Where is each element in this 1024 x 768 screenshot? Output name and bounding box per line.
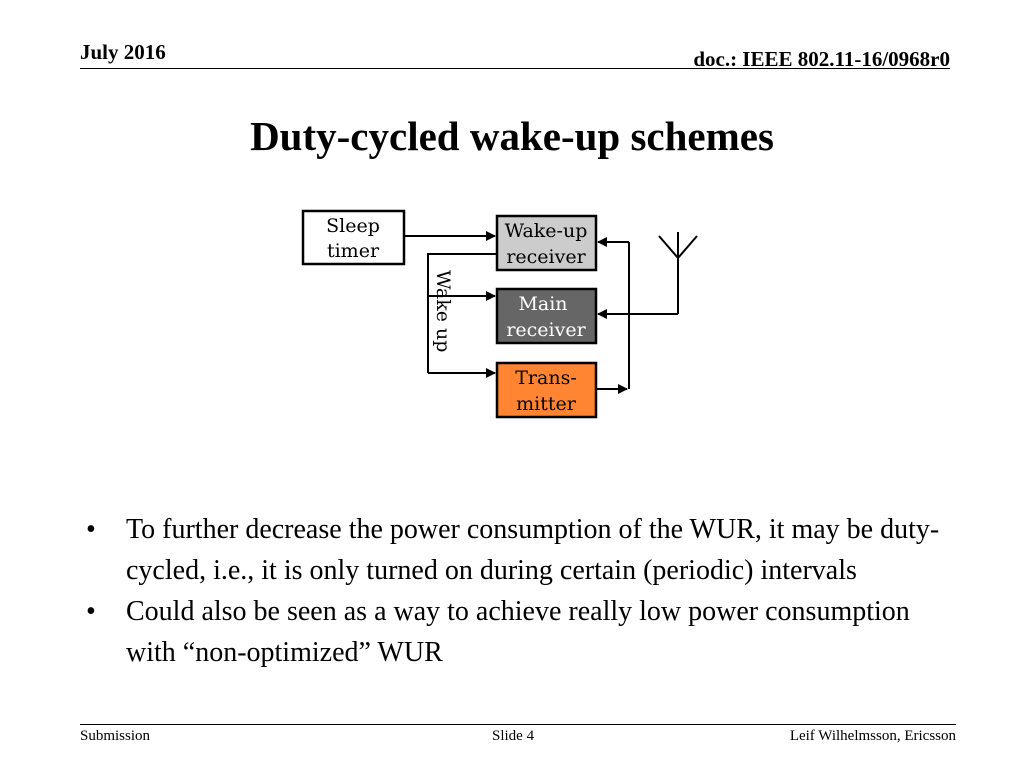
footer-submission: Submission xyxy=(80,728,151,744)
wake-up-label: Wake up xyxy=(432,270,454,352)
antenna-icon xyxy=(658,232,698,314)
wakeup-receiver-label-2: receiver xyxy=(506,246,586,268)
bullet-text: To further decrease the power consumptio… xyxy=(126,514,940,586)
footer-slide-number: Slide 4 xyxy=(492,728,535,744)
bullet-item: •To further decrease the power consumpti… xyxy=(86,514,940,586)
wakeup-receiver-label-1: Wake-up xyxy=(505,220,588,242)
sleep-timer-block: Sleep timer xyxy=(301,209,406,266)
main-receiver-block: Main receiver xyxy=(495,287,598,345)
bullet-list: •To further decrease the power consumpti… xyxy=(86,509,966,673)
main-receiver-label-1: Main xyxy=(518,293,567,315)
bullet-text: Could also be seen as a way to achieve r… xyxy=(126,596,910,668)
header-doc-id: doc.: IEEE 802.11-16/0968r0 xyxy=(693,47,950,71)
sleep-timer-label-2: timer xyxy=(327,240,380,262)
wakeup-receiver-block: Wake-up receiver xyxy=(495,214,598,272)
bullet-item: •Could also be seen as a way to achieve … xyxy=(86,596,910,668)
slide-title: Duty-cycled wake-up schemes xyxy=(250,113,774,159)
sleep-timer-label-1: Sleep xyxy=(326,215,380,237)
main-receiver-label-2: receiver xyxy=(506,319,586,341)
transmitter-label-1: Trans- xyxy=(515,367,577,389)
header-date: July 2016 xyxy=(80,40,166,64)
footer-author: Leif Wilhelmsson, Ericsson xyxy=(789,728,956,744)
wake-up-bus xyxy=(427,253,497,373)
transmitter-block: Trans- mitter xyxy=(495,361,598,419)
transmitter-label-2: mitter xyxy=(516,393,577,415)
footer-divider xyxy=(80,724,956,725)
header-divider xyxy=(80,68,950,69)
